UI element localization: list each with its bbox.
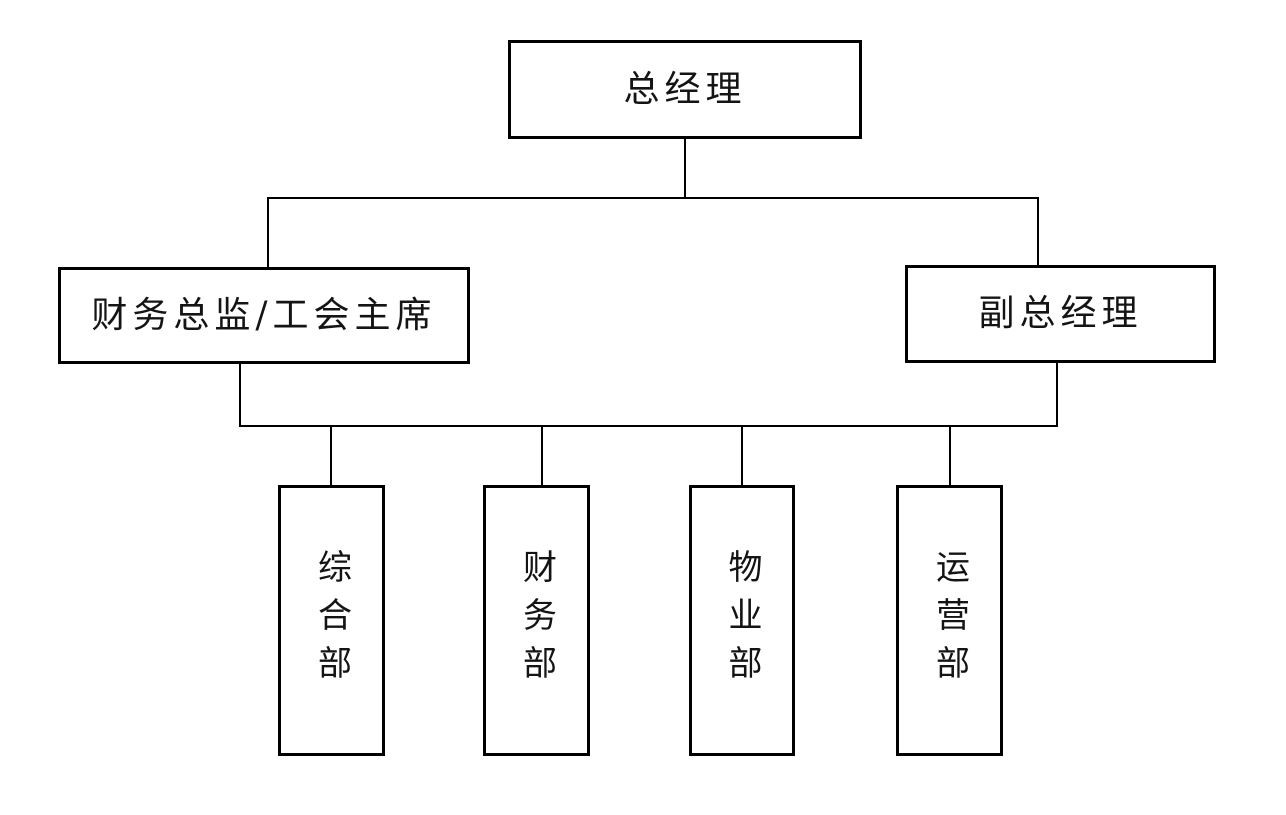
connector-cfo-vertical-bottom — [239, 363, 241, 427]
node-dept-general-affairs-label: 综合部 — [311, 548, 352, 693]
connector-level2-horizontal — [267, 197, 1039, 199]
connector-gm-vertical — [684, 139, 686, 198]
node-general-manager: 总经理 — [508, 40, 862, 139]
connector-dept3-vertical — [741, 425, 743, 485]
connector-dept4-vertical — [949, 425, 951, 485]
connector-dept1-vertical — [330, 425, 332, 485]
node-dept-general-affairs: 综合部 — [278, 485, 385, 756]
connector-cfo-vertical-top — [267, 197, 269, 267]
connector-dgm-vertical-bottom — [1056, 362, 1058, 427]
node-dept-operations: 运营部 — [896, 485, 1003, 756]
node-general-manager-label: 总经理 — [623, 68, 747, 110]
connector-level3-horizontal — [239, 425, 1058, 427]
node-dept-operations-label: 运营部 — [929, 548, 970, 693]
node-dept-finance-label: 财务部 — [516, 548, 557, 693]
node-deputy-general-manager: 副总经理 — [905, 265, 1216, 363]
node-dept-property: 物业部 — [689, 485, 795, 756]
node-deputy-general-manager-label: 副总经理 — [978, 293, 1143, 335]
node-dept-property-label: 物业部 — [722, 548, 762, 693]
connector-dgm-vertical-top — [1037, 197, 1039, 265]
node-dept-finance: 财务部 — [483, 485, 590, 756]
node-finance-director-union-chairman-label: 财务总监/工会主席 — [91, 294, 437, 336]
node-finance-director-union-chairman: 财务总监/工会主席 — [58, 267, 470, 364]
connector-dept2-vertical — [541, 425, 543, 485]
